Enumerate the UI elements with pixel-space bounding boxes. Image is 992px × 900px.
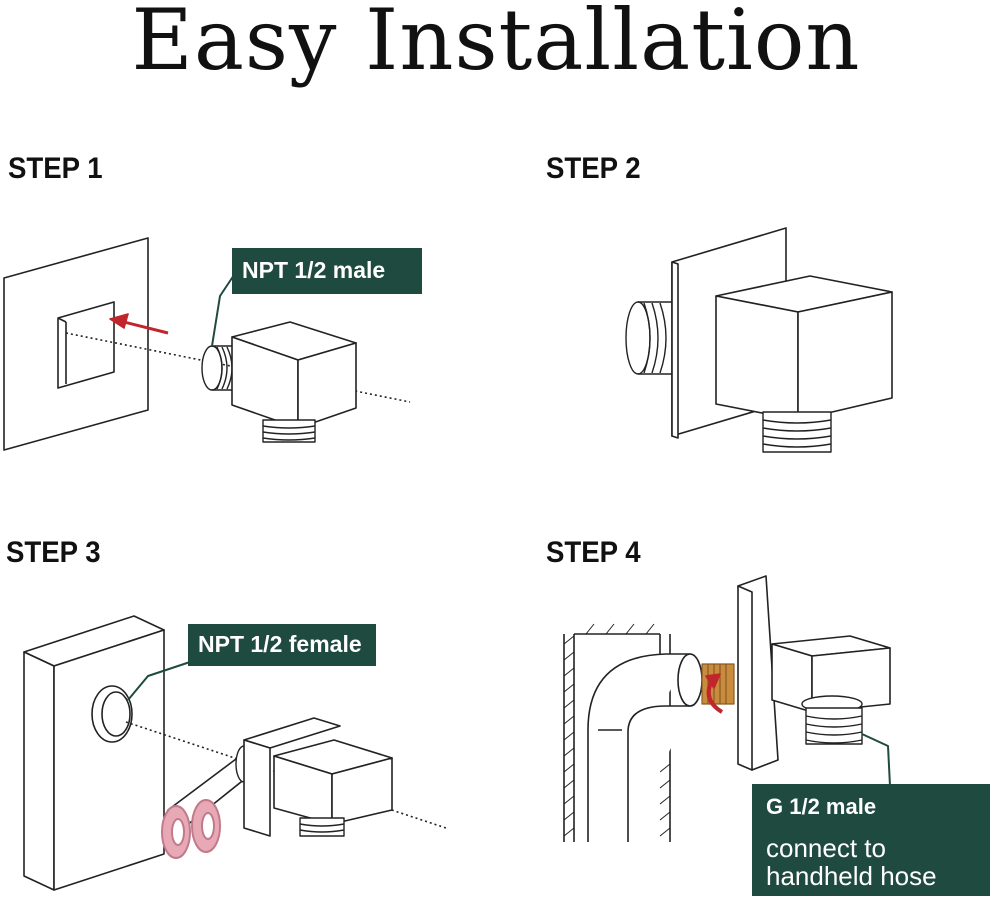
step-2-label: STEP 2 <box>546 152 641 185</box>
washer-icon <box>161 799 221 859</box>
step-1-label: STEP 1 <box>8 152 103 185</box>
callout-g-male-label: G 1/2 male <box>766 794 877 819</box>
callout-npt-female: NPT 1/2 female <box>188 624 376 666</box>
callout-g-male: G 1/2 male connect to handheld hose <box>752 784 990 896</box>
step-4-drawing <box>563 575 891 842</box>
step-3-drawing <box>23 615 447 891</box>
step-2-drawing <box>625 227 893 453</box>
callout-note-line1: connect to <box>766 833 886 863</box>
callout-npt-male: NPT 1/2 male <box>232 248 422 294</box>
page-title: Easy Installation <box>131 0 861 89</box>
step-1-drawing <box>3 237 411 451</box>
callout-note-line2: handheld hose <box>766 861 937 891</box>
step-4-label: STEP 4 <box>546 536 641 569</box>
step-3-label: STEP 3 <box>6 536 101 569</box>
red-arrow-icon <box>109 313 129 329</box>
rotate-arrow-icon <box>705 673 721 689</box>
